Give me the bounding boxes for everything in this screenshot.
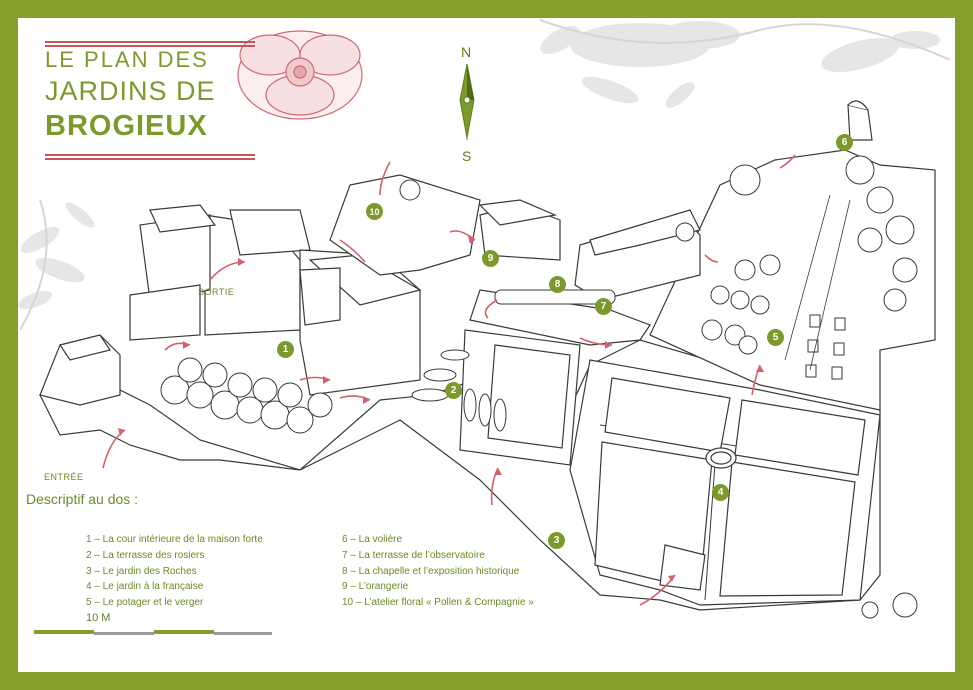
trees <box>160 155 918 619</box>
estate-plan-drawing <box>39 100 936 611</box>
map-marker-6[interactable]: 6 <box>836 134 853 151</box>
title-line-3: BROGIEUX <box>45 110 208 142</box>
scale-bar-segment-2 <box>94 632 154 635</box>
compass-south-label: S <box>462 148 472 164</box>
map-marker-9[interactable]: 9 <box>482 250 499 267</box>
legend-item-2: 2 – La terrasse des rosiers <box>86 549 205 561</box>
legend-column-2: 6 – La volière 7 – La terrasse de l’obse… <box>342 532 534 611</box>
map-marker-7[interactable]: 7 <box>595 298 612 315</box>
legend-title: Descriptif au dos : <box>26 491 139 507</box>
peony-flower-illustration <box>237 30 363 120</box>
legend-item-3: 3 – Le jardin des Roches <box>86 565 197 577</box>
map-marker-8[interactable]: 8 <box>549 276 566 293</box>
legend-item-9: 9 – L’orangerie <box>342 581 409 593</box>
legend-item-10: 10 – L’atelier floral « Pollen & Compagn… <box>342 597 534 609</box>
scale-bar-segment-3 <box>154 630 214 634</box>
map-marker-2[interactable]: 2 <box>445 382 462 399</box>
legend-item-8: 8 – La chapelle et l’exposition historiq… <box>342 565 520 577</box>
map-marker-10[interactable]: 10 <box>366 203 383 220</box>
legend-item-5: 5 – Le potager et le verger <box>86 597 204 609</box>
scale-bar-segment-1 <box>34 630 94 634</box>
title-rule-top <box>45 41 255 43</box>
label-entree: ENTRÉE <box>44 472 84 482</box>
title-rule-top-2 <box>45 45 255 47</box>
legend-item-4: 4 – Le jardin à la française <box>86 581 204 593</box>
map-marker-4[interactable]: 4 <box>712 484 729 501</box>
legend-item-6: 6 – La volière <box>342 534 403 545</box>
compass-rose <box>459 63 475 140</box>
legend-column-1: 1 – La cour intérieure de la maison fort… <box>86 532 263 611</box>
route-arrowheads <box>118 236 764 582</box>
compass-north-label: N <box>461 44 472 60</box>
title-line-2: JARDINS DE <box>45 76 216 106</box>
label-sortie: SORTIE <box>198 287 235 297</box>
legend-item-1: 1 – La cour intérieure de la maison fort… <box>86 534 263 545</box>
scale-label: 10 M <box>86 612 111 624</box>
map-marker-1[interactable]: 1 <box>277 341 294 358</box>
title-line-1: LE PLAN DES <box>45 47 209 72</box>
map-marker-5[interactable]: 5 <box>767 329 784 346</box>
legend-item-7: 7 – La terrasse de l’observatoire <box>342 549 485 561</box>
hedge-rows <box>411 289 616 432</box>
map-marker-3[interactable]: 3 <box>548 532 565 549</box>
foliage-branches <box>19 19 951 331</box>
potager-beds <box>784 194 851 380</box>
title-rule-bottom-2 <box>45 158 255 160</box>
scale-bar-segment-4 <box>214 632 272 635</box>
title-rule-bottom <box>45 154 255 156</box>
